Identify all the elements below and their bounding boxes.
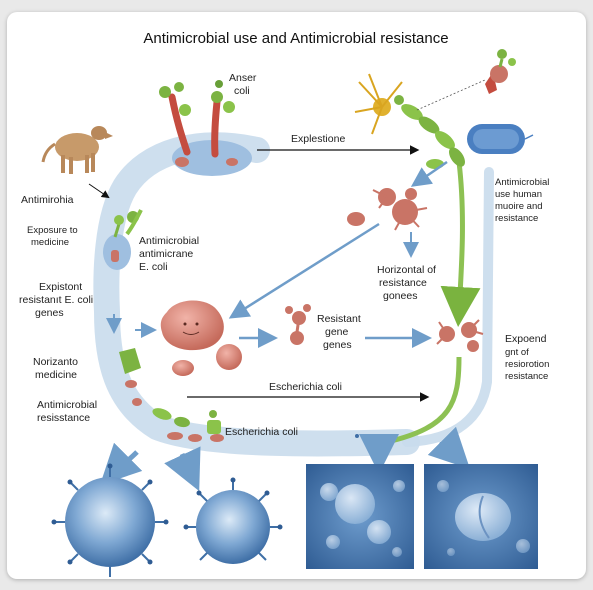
label-horizontal-3: gonees — [383, 290, 417, 302]
label-norizanto-2: medicine — [35, 369, 77, 381]
blue-bacterium — [467, 124, 534, 154]
exposure-bacteria — [103, 209, 143, 270]
label-explestione: Explestione — [291, 133, 345, 145]
virus-particle-middle — [183, 477, 283, 564]
diagram-title: Antimicrobial use and Antimicrobial resi… — [143, 30, 448, 47]
green-pathway — [440, 161, 481, 327]
label-coli: coli — [234, 85, 250, 97]
label-horizontal-1: Horizontal of — [377, 264, 436, 276]
central-pathogen — [160, 300, 242, 376]
label-resistant-1: Resistant — [317, 313, 361, 325]
green-pathway-lower — [386, 356, 462, 445]
label-resistant-3: genes — [323, 339, 352, 351]
resistance-diagram: Antimicrobial use and Antimicrobial resi… — [19, 30, 549, 577]
label-expoend-1: Expoend — [505, 333, 547, 345]
label-expoend-4: resistance — [505, 371, 548, 382]
horizontal-transfer-cells — [347, 188, 428, 231]
label-expistont-2: resistanıt E. coli — [19, 294, 93, 306]
dog-illustration — [41, 126, 113, 174]
label-antimicrobial-1: Antimicrobial — [139, 235, 199, 247]
lower-left-bacteria — [119, 348, 224, 442]
label-resisstance-2: resisstance — [37, 412, 90, 424]
label-expistont-3: genes — [35, 307, 64, 319]
pathway-band-right — [402, 167, 494, 447]
label-antimirohia: Antimirohia — [21, 194, 74, 206]
micrograph-right — [424, 464, 538, 569]
label-human-use-2: use human — [495, 189, 542, 200]
label-resistant-2: gene — [325, 326, 349, 338]
label-norizanto-1: Norizanto — [33, 356, 78, 368]
label-exposure-1: Exposure to — [27, 225, 78, 236]
figure-card: Antimicrobial use and Antimicrobial resi… — [7, 12, 586, 579]
label-human-use-3: muoire and — [495, 201, 543, 212]
label-horizontal-2: resistance — [379, 277, 427, 289]
resistant-gene-cell — [285, 304, 311, 345]
label-antimicrobial-2: antimicrane — [139, 248, 193, 260]
arrow-to-central — [228, 222, 380, 319]
virus-particle-left — [51, 463, 169, 577]
micrograph-left — [306, 464, 414, 569]
label-exposure-2: medicine — [31, 237, 69, 248]
right-red-cells — [436, 319, 484, 352]
top-right-cluster — [354, 49, 516, 169]
label-expistont-1: Expistont — [39, 281, 82, 293]
label-anser: Anser — [229, 72, 257, 84]
label-expoend-3: resiorotion — [505, 359, 549, 370]
label-resisstance-1: Antimicrobial — [37, 399, 97, 411]
top-bacteria-cluster — [159, 80, 252, 176]
label-human-use-4: resistance — [495, 213, 538, 224]
label-human-use-1: Antimicrobial — [495, 177, 549, 188]
label-antimicrobial-3: E. coli — [139, 261, 168, 273]
label-escherichia-bottom: Escherichia coli — [225, 426, 298, 438]
label-escherichia-mid: Escherichia coli — [269, 381, 342, 393]
label-expoend-2: gnt of — [505, 347, 529, 358]
pathway-band — [93, 132, 420, 457]
